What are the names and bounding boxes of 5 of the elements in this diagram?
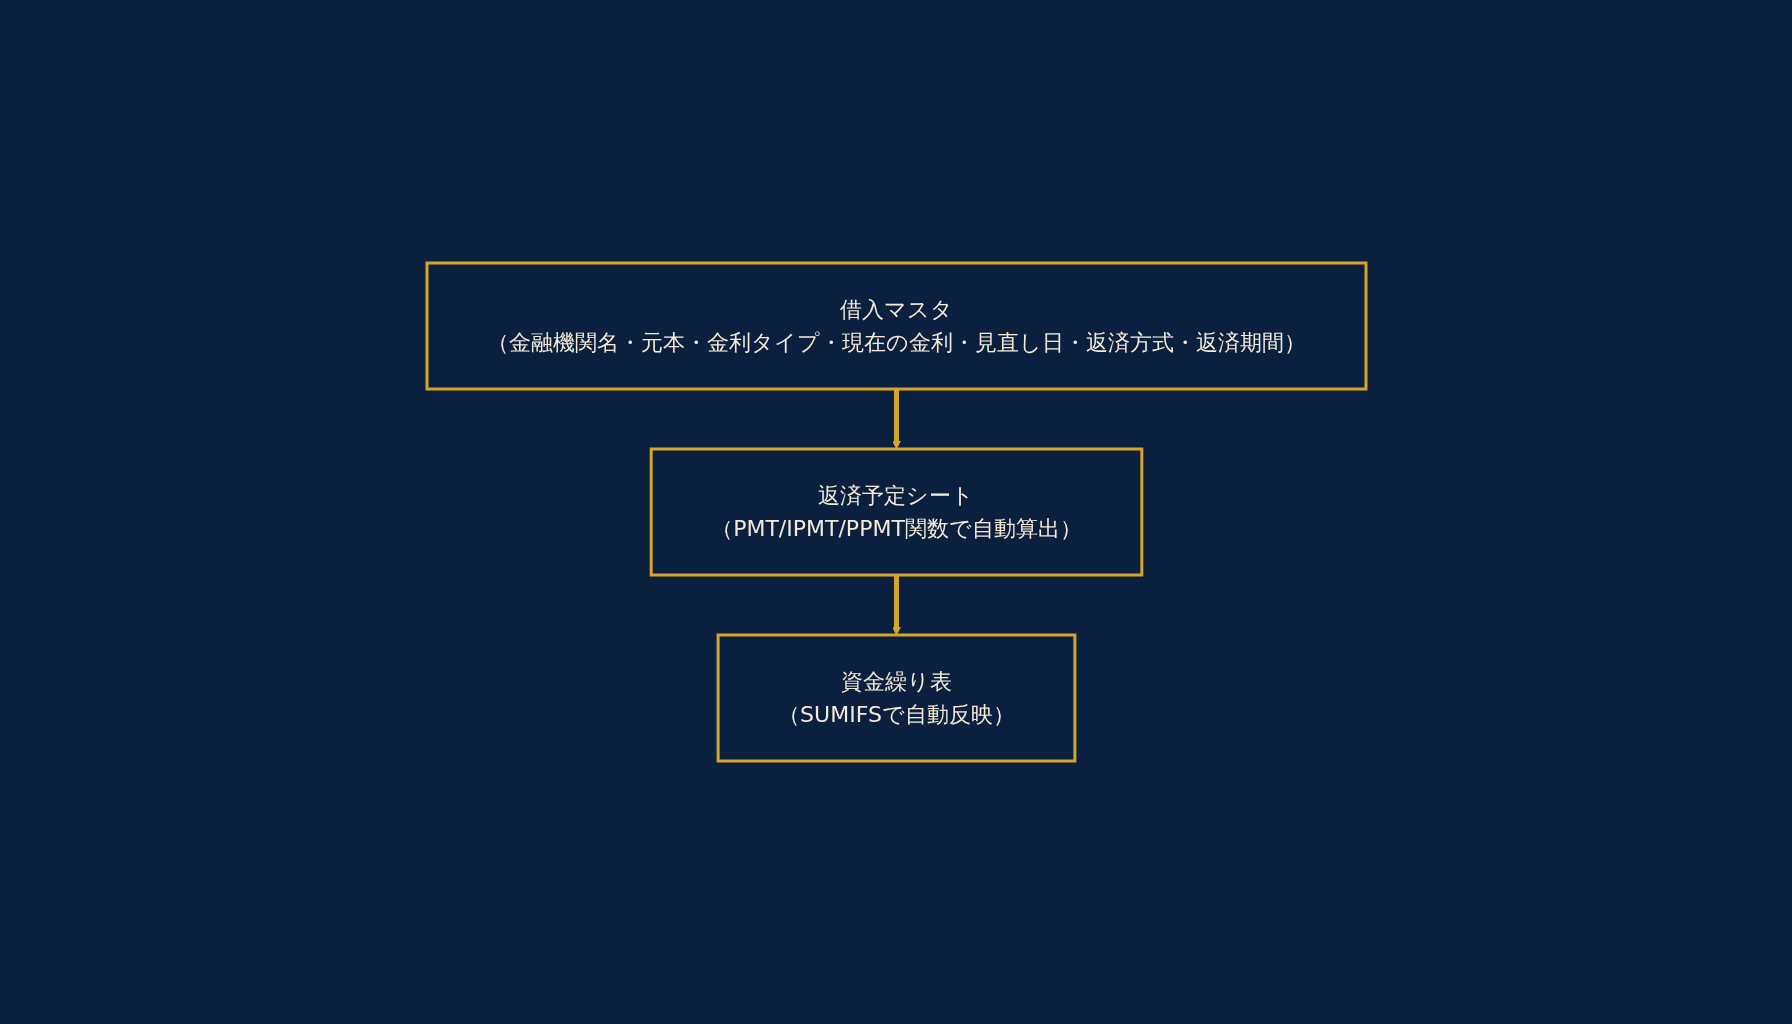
node-box: 資金繰り表 （SUMIFSで自動反映）	[716, 633, 1076, 763]
arrow	[891, 389, 901, 450]
arrow	[891, 575, 901, 636]
node-box: 借入マスタ （金融機関名・元本・金利タイプ・現在の金利・見直し日・返済方式・返済期間）	[425, 261, 1367, 391]
node-box: 返済予定シート （PMT/IPMT/PPMT関数で自動算出）	[649, 447, 1143, 577]
